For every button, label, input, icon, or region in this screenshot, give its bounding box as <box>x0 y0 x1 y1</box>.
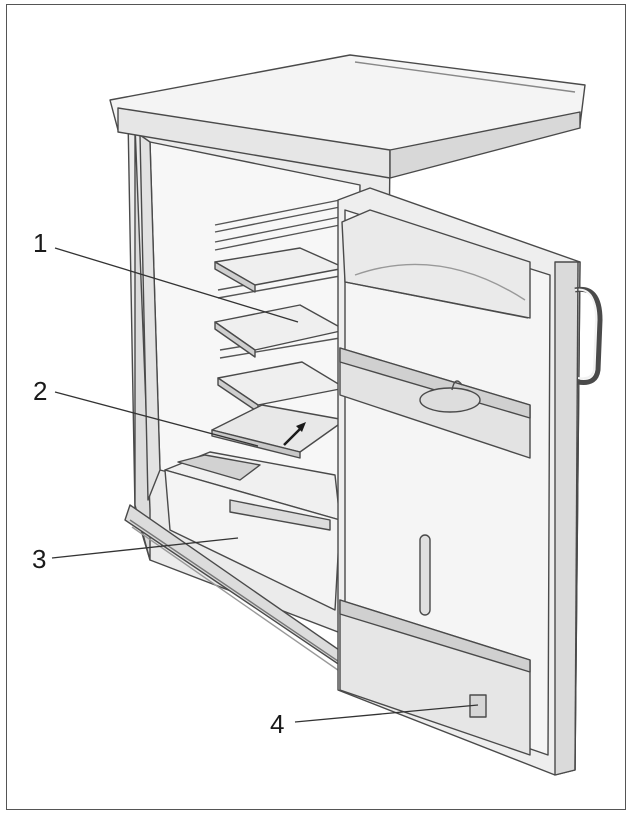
door-handle-icon <box>574 286 603 385</box>
callout-4: 4 <box>270 709 284 739</box>
figure-frame <box>6 4 626 810</box>
arrow-icon <box>283 422 306 446</box>
leader-line-4 <box>294 704 479 723</box>
leader-line-1 <box>54 247 299 323</box>
leader-line-2 <box>54 391 259 447</box>
crisper-drawer <box>164 451 341 611</box>
shelf <box>214 247 346 413</box>
callout-2: 2 <box>33 376 47 406</box>
leader-lines <box>51 247 479 723</box>
callout-1: 1 <box>33 228 47 258</box>
callout-3: 3 <box>32 544 46 574</box>
top-lid <box>109 54 586 179</box>
leader-line-3 <box>51 537 239 559</box>
fridge-door <box>337 187 581 776</box>
glass-cover <box>211 404 346 459</box>
